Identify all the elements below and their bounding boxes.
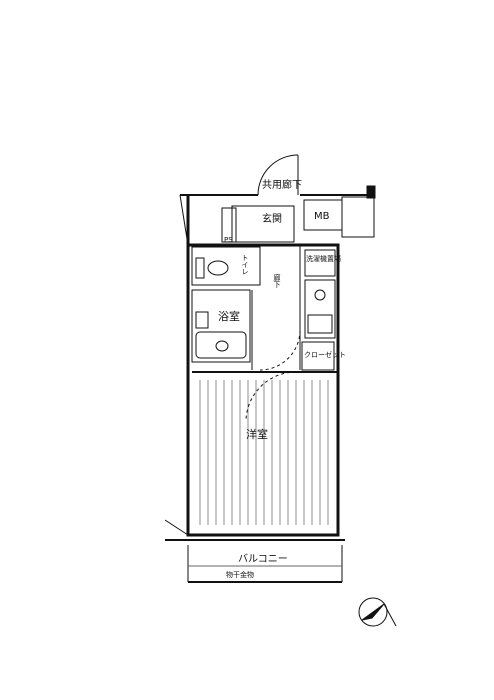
bath-drain [215,340,229,352]
compass-arrow [361,603,385,621]
bathroom [191,289,251,363]
room-door-swing [245,371,297,421]
mb-label: MB [314,211,330,222]
flooring [199,380,329,525]
closet-label: クローゼット [304,351,346,359]
entrance-floor [231,205,295,243]
hall-door-swing [259,329,301,371]
closet-box [301,341,335,371]
ps-label: PS [224,236,233,244]
bathtub [195,331,247,359]
toilet-tank [195,257,205,279]
kitchen-counter [304,279,336,339]
western-room-label: 洋室 [246,428,268,441]
toilet-bowl [207,260,229,276]
ps-box [221,207,237,243]
duct-box [341,196,375,238]
bottom-left-diagonal [164,519,189,536]
duct-corner [366,185,376,199]
bath-label: 浴室 [218,310,240,323]
washbasin [195,311,209,329]
hall-label: 廊下 [273,274,281,288]
corridor-label: 共用廊下 [262,180,302,191]
compass-tail [383,603,397,627]
outer-wall [186,243,340,537]
sink [307,314,333,334]
entrance-label: 玄関 [262,214,282,225]
drying-label: 物干金物 [226,571,254,579]
stove [314,289,326,301]
balcony-label: バルコニー [238,554,288,565]
laundry-pan-box [304,249,336,277]
laundry-pan-label: 洗濯機置場 [306,255,341,263]
diagonal-left [179,194,189,246]
compass [358,597,388,627]
entrance-door-swing [257,154,299,196]
toilet-room [191,246,261,286]
toilet-label: トイレ [241,254,249,275]
